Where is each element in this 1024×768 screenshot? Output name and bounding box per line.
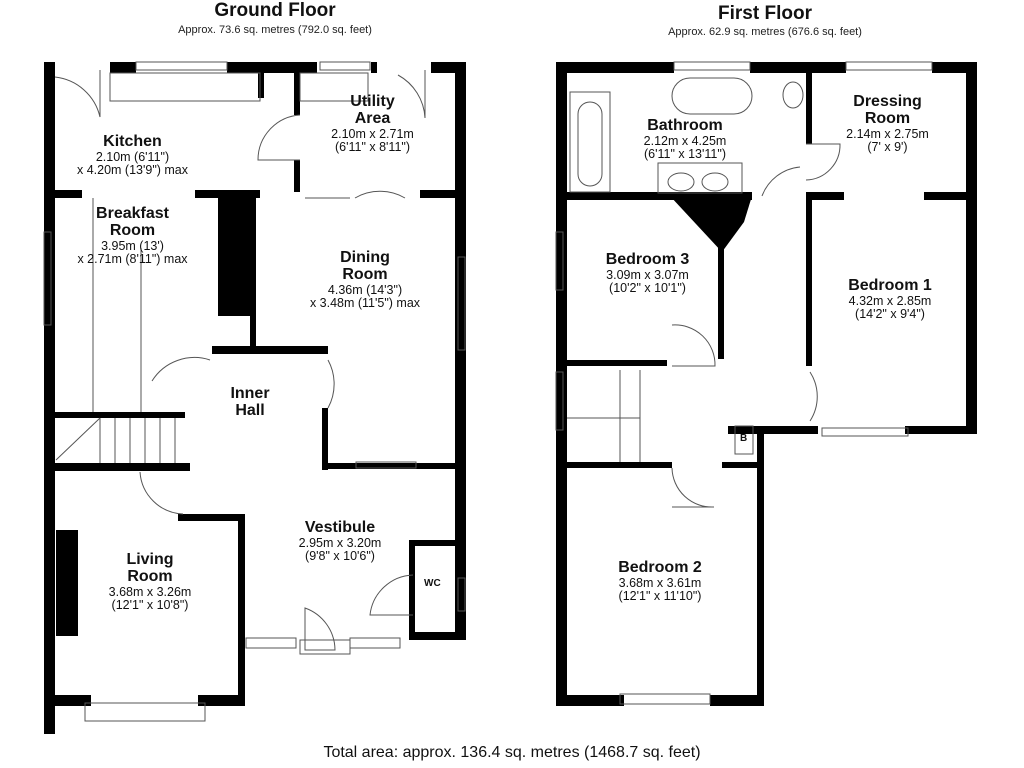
room-inner-hall-name-2: Hall bbox=[235, 401, 265, 419]
ground-floor-title: Ground Floor bbox=[214, 0, 336, 21]
room-kitchen-dims-1: 2.10m (6'11") bbox=[95, 149, 170, 164]
ground-floor-walls bbox=[44, 62, 466, 734]
room-inner-hall-name: Inner bbox=[230, 385, 270, 402]
room-living-dims-2: (12'1" x 10'8") bbox=[111, 597, 189, 612]
room-living-name: Living bbox=[126, 551, 174, 568]
room-utility-dims-2: (6'11" x 8'11") bbox=[334, 139, 411, 154]
room-living-room: Living Room 3.68m x 3.26m (12'1" x 10'8"… bbox=[80, 551, 220, 612]
ground-floor-fixtures bbox=[43, 61, 466, 722]
boiler-cupboard-label: B bbox=[740, 433, 748, 444]
room-bedroom-3-name: Bedroom 3 bbox=[605, 251, 690, 268]
room-vestibule-name: Vestibule bbox=[304, 519, 376, 536]
room-bedroom-1-dims-2: (14'2" x 9'4") bbox=[855, 306, 925, 321]
first-floor-fixtures bbox=[555, 61, 933, 705]
room-utility-name: Utility bbox=[350, 93, 395, 110]
room-breakfast-name-2: Room bbox=[109, 221, 156, 239]
room-bathroom-dims-1: 2.12m x 4.25m bbox=[643, 133, 727, 148]
ground-floor-area: Approx. 73.6 sq. metres (792.0 sq. feet) bbox=[178, 24, 372, 36]
room-bathroom-name: Bathroom bbox=[647, 117, 723, 134]
room-bathroom-dims-2: (6'11" x 13'11") bbox=[644, 146, 726, 161]
room-dining-room: Dining Room 4.36m (14'3") x 3.48m (11'5"… bbox=[290, 249, 440, 310]
room-bedroom-2: Bedroom 2 3.68m x 3.61m (12'1" x 11'10") bbox=[590, 559, 730, 603]
room-vestibule: Vestibule 2.95m x 3.20m (9'8" x 10'6") bbox=[280, 519, 400, 563]
room-vestibule-dims-1: 2.95m x 3.20m bbox=[298, 535, 382, 550]
room-kitchen: Kitchen 2.10m (6'11") x 4.20m (13'9") ma… bbox=[60, 133, 205, 177]
room-living-dims-1: 3.68m x 3.26m bbox=[108, 584, 192, 599]
room-breakfast-dims-1: 3.95m (13') bbox=[101, 238, 164, 253]
room-dining-name: Dining bbox=[340, 249, 390, 266]
room-dining-name-2: Room bbox=[342, 265, 388, 283]
room-bathroom: Bathroom 2.12m x 4.25m (6'11" x 13'11") bbox=[625, 117, 745, 161]
room-breakfast-dims-2: x 2.71m (8'11") max bbox=[77, 251, 188, 266]
room-kitchen-name: Kitchen bbox=[103, 133, 162, 150]
room-dressing-name-2: Room bbox=[864, 109, 911, 127]
room-dressing-dims-1: 2.14m x 2.75m bbox=[846, 126, 929, 141]
room-vestibule-dims-2: (9'8" x 10'6") bbox=[305, 548, 375, 563]
room-dining-dims-2: x 3.48m (11'5") max bbox=[309, 295, 421, 310]
room-utility-area: Utility Area 2.10m x 2.71m (6'11" x 8'11… bbox=[315, 93, 430, 154]
room-bedroom-1-dims-1: 4.32m x 2.85m bbox=[848, 293, 932, 308]
room-breakfast-name: Breakfast bbox=[96, 205, 169, 222]
room-bedroom-3-dims-2: (10'2" x 10'1") bbox=[609, 280, 686, 295]
room-bedroom-2-name: Bedroom 2 bbox=[618, 559, 702, 576]
room-dressing-room: Dressing Room 2.14m x 2.75m (7' x 9') bbox=[830, 93, 945, 154]
room-bedroom-2-dims-1: 3.68m x 3.61m bbox=[618, 575, 702, 590]
room-inner-hall: Inner Hall bbox=[215, 385, 285, 420]
room-dressing-dims-2: (7' x 9') bbox=[867, 139, 908, 154]
room-bedroom-1-name: Bedroom 1 bbox=[848, 277, 932, 294]
room-bedroom-3: Bedroom 3 3.09m x 3.07m (10'2" x 10'1") bbox=[580, 251, 715, 295]
room-bedroom-3-dims-1: 3.09m x 3.07m bbox=[606, 267, 689, 282]
room-dining-dims-1: 4.36m (14'3") bbox=[327, 282, 403, 297]
room-bedroom-2-dims-2: (12'1" x 11'10") bbox=[618, 588, 702, 603]
total-area: Total area: approx. 136.4 sq. metres (14… bbox=[323, 744, 701, 761]
first-floor-area: Approx. 62.9 sq. metres (676.6 sq. feet) bbox=[668, 26, 862, 38]
room-utility-name-2: Area bbox=[354, 109, 391, 127]
room-breakfast-room: Breakfast Room 3.95m (13') x 2.71m (8'11… bbox=[60, 205, 205, 266]
room-wc: WC bbox=[424, 578, 441, 589]
room-bedroom-1: Bedroom 1 4.32m x 2.85m (14'2" x 9'4") bbox=[820, 277, 960, 321]
room-living-name-2: Room bbox=[127, 567, 173, 585]
first-floor-walls bbox=[556, 62, 977, 706]
room-utility-dims-1: 2.10m x 2.71m bbox=[331, 126, 414, 141]
first-floor-title: First Floor bbox=[718, 3, 812, 24]
room-kitchen-dims-2: x 4.20m (13'9") max bbox=[76, 162, 189, 177]
room-dressing-name: Dressing bbox=[853, 93, 922, 110]
